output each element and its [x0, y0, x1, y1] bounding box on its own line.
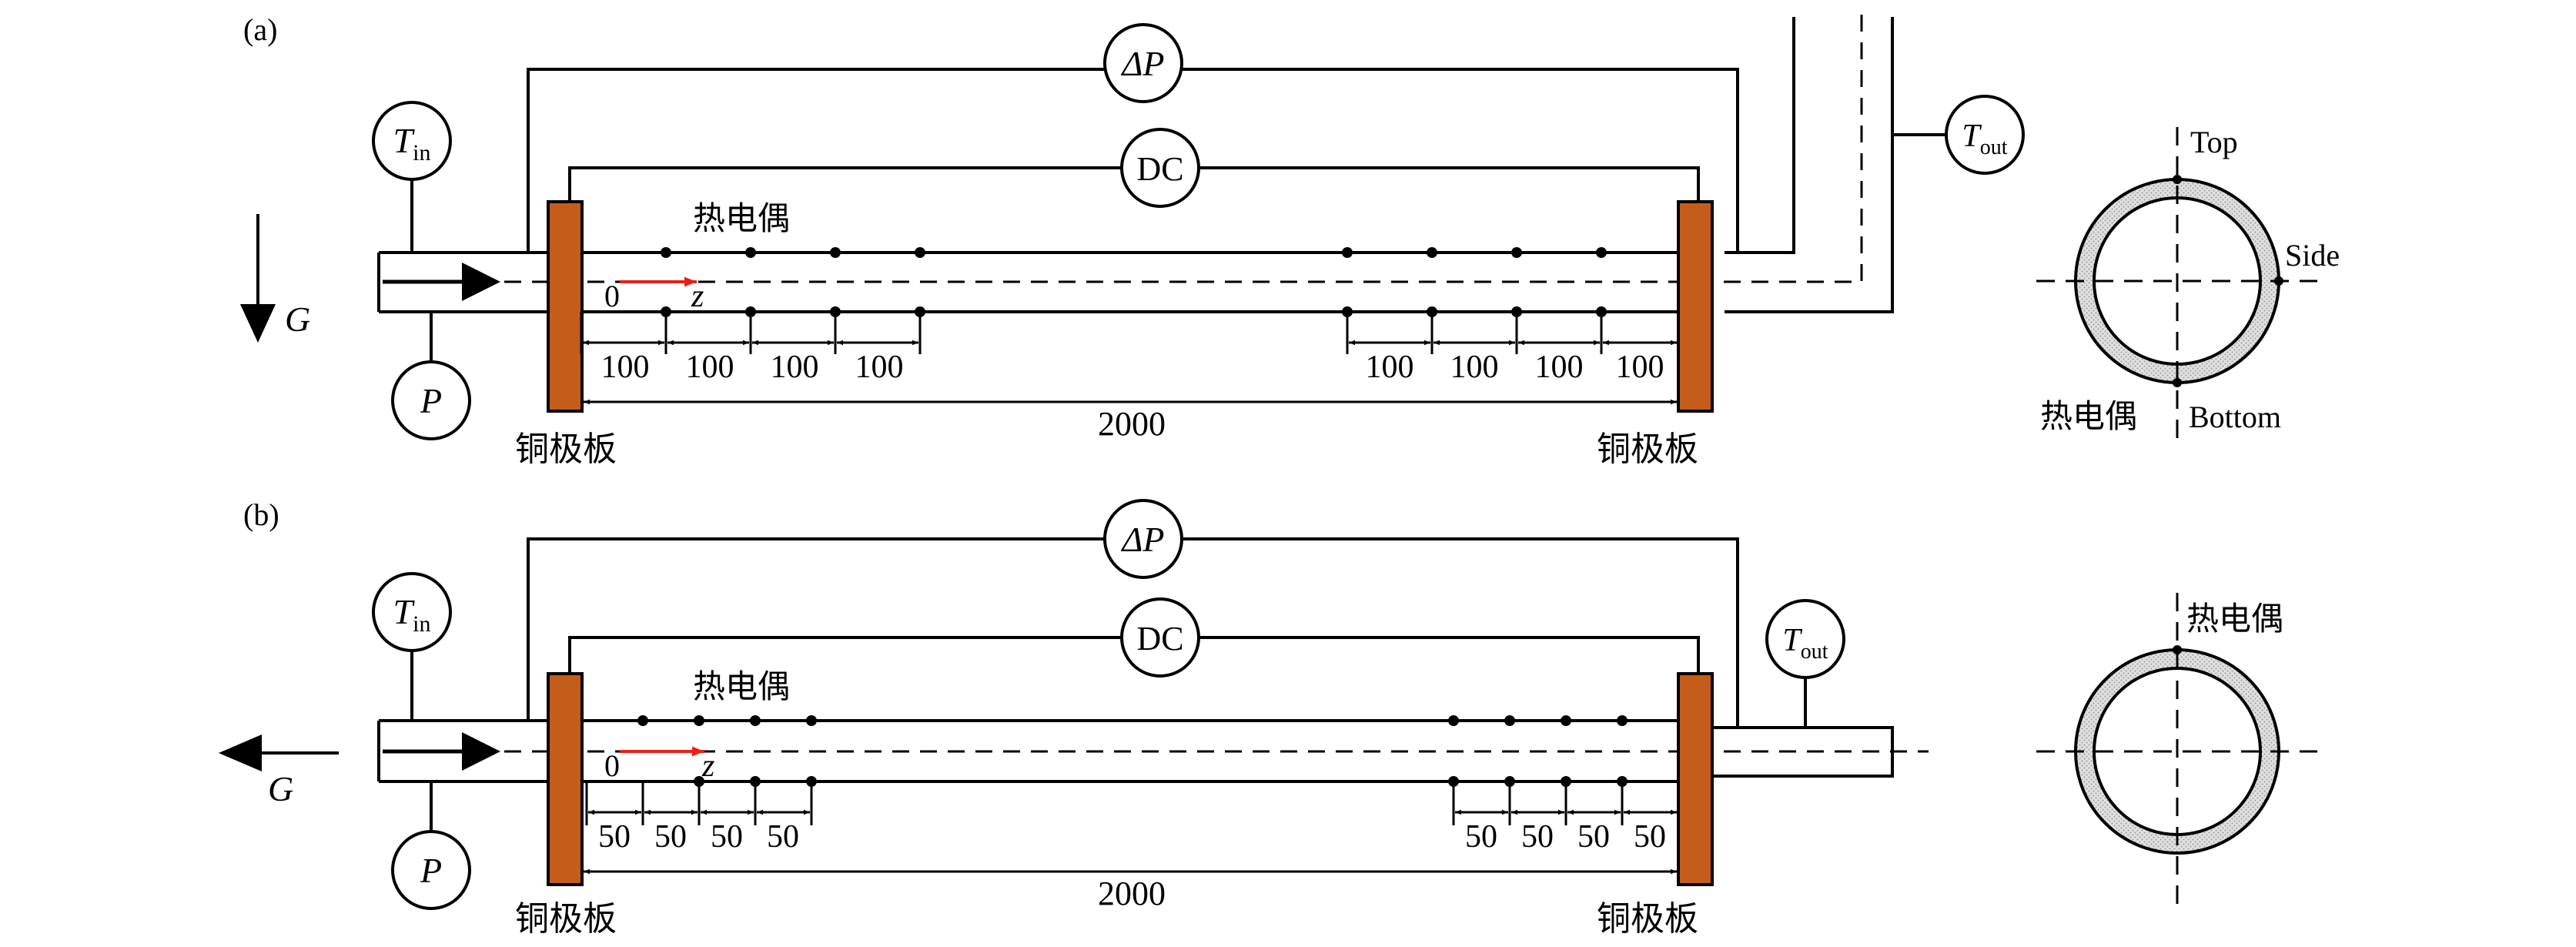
tout-gauge-main: T: [1782, 623, 1802, 658]
dc-gauge: [1120, 597, 1200, 678]
cross-section-b: 热电偶: [2036, 593, 2317, 915]
spacing-label: 50: [598, 819, 631, 855]
cross-section-a: Top Side Bottom 热电偶: [2036, 125, 2340, 447]
cross-section-thermocouple-label: 热电偶: [2040, 397, 2137, 435]
tin-gauge-sub: in: [413, 140, 430, 166]
tin-gauge: [372, 572, 452, 652]
panel-a-label: (a): [243, 12, 277, 47]
svg-text:Tout: Tout: [1782, 623, 1828, 664]
spacing-label: 100: [771, 350, 819, 385]
tout-gauge-main: T: [1962, 119, 1982, 154]
spacing-label: 100: [1366, 350, 1414, 385]
spacing-label: 100: [1616, 350, 1664, 385]
panel-a: (a) Tin P G ΔP: [240, 9, 2340, 469]
origin-label: 0: [604, 279, 620, 313]
origin-label: 0: [604, 748, 620, 783]
flow-direction-arrow-left-icon: [219, 735, 262, 771]
tin-gauge-main: T: [393, 592, 416, 631]
z-label: z: [691, 279, 704, 314]
thermocouple-dots-top: [661, 247, 1607, 258]
spacing-label: 50: [1634, 819, 1666, 855]
dp-gauge: [1103, 499, 1183, 579]
cross-section-side-label: Side: [2285, 238, 2340, 273]
copper-plate-left: [547, 672, 584, 886]
thermocouple-label: 热电偶: [693, 668, 790, 705]
spacing-label: 50: [1465, 819, 1497, 855]
inlet-arrow-icon: [462, 732, 500, 771]
copper-plate-label-left: 铜极板: [515, 899, 617, 939]
copper-plate-right: [1677, 672, 1714, 886]
copper-plate-right: [1677, 200, 1714, 413]
svg-text:Tin: Tin: [393, 592, 431, 637]
total-length-label: 2000: [1098, 875, 1166, 912]
spacing-label: 100: [686, 350, 734, 385]
dc-gauge-label: DC: [1136, 620, 1183, 658]
p-gauge-label: P: [420, 851, 442, 890]
z-label: z: [701, 748, 714, 784]
tout-gauge: [1945, 95, 2025, 175]
copper-plate-left: [547, 200, 584, 413]
spacing-label: 50: [1577, 819, 1610, 855]
spacing-label: 100: [1535, 350, 1584, 385]
spacing-label: 100: [1450, 350, 1499, 385]
thermocouple-label: 热电偶: [693, 199, 790, 237]
spacing-label: 100: [855, 350, 904, 385]
svg-text:Tin: Tin: [393, 121, 431, 166]
cross-section-thermocouple-label: 热电偶: [2186, 600, 2283, 637]
dc-gauge: [1120, 128, 1200, 208]
spacing-label: 100: [601, 350, 650, 385]
panel-b: (b) Tin P G ΔP: [219, 497, 2317, 939]
tin-gauge-main: T: [393, 121, 416, 160]
dp-gauge: [1103, 23, 1183, 103]
total-length-label: 2000: [1098, 405, 1166, 443]
dp-gauge-label: ΔP: [1120, 44, 1164, 83]
flow-direction-arrow-down-icon: [240, 304, 276, 343]
panel-b-label: (b): [243, 497, 279, 532]
flow-label: G: [285, 299, 310, 339]
tout-gauge: [1765, 599, 1845, 679]
p-gauge: [391, 830, 471, 910]
p-gauge: [391, 360, 471, 440]
cross-section-bottom-label: Bottom: [2189, 400, 2281, 434]
tout-gauge-sub: out: [1980, 136, 2008, 159]
spacing-label: 50: [711, 819, 743, 855]
spacing-label: 50: [654, 819, 687, 855]
cross-section-top-label: Top: [2190, 125, 2238, 159]
dc-gauge-label: DC: [1136, 150, 1183, 188]
tin-gauge-sub: in: [413, 611, 430, 637]
centerline: [504, 9, 1863, 283]
tin-gauge: [372, 101, 452, 181]
dp-gauge-label: ΔP: [1120, 520, 1164, 559]
spacing-label: 50: [1521, 819, 1554, 855]
copper-plate-label-right: 铜极板: [1597, 899, 1698, 939]
spacing-label: 50: [767, 819, 799, 855]
copper-plate-label-right: 铜极板: [1597, 430, 1698, 469]
inlet-arrow-icon: [462, 263, 500, 301]
thermocouple-dots-top: [637, 715, 1628, 726]
p-gauge-label: P: [420, 381, 442, 420]
flow-label: G: [268, 769, 293, 808]
svg-text:Tout: Tout: [1962, 119, 2007, 159]
tout-gauge-sub: out: [1801, 640, 1828, 664]
copper-plate-label-left: 铜极板: [515, 430, 617, 469]
